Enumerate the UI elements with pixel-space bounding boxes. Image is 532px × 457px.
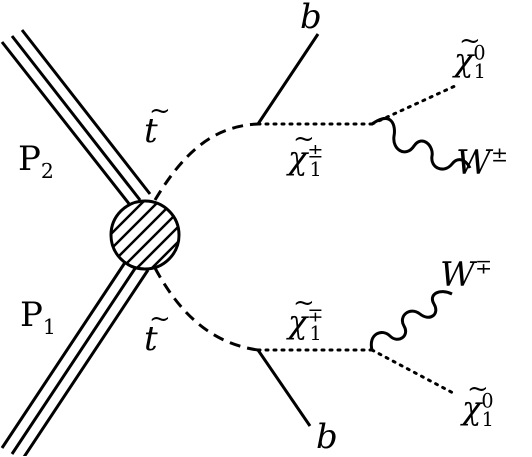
beam-p1-lines	[0, 257, 150, 456]
w-upper-sup: ±	[490, 142, 509, 167]
b-upper-symbol: b	[300, 0, 322, 37]
w-boson-lower	[369, 290, 453, 351]
label-p2-sub: 2	[40, 158, 54, 183]
label-stop-upper: t	[144, 98, 170, 148]
w-boson-upper	[371, 117, 472, 171]
label-chargino-lower: χ∓1	[288, 290, 323, 343]
label-neutralino-upper: χ01	[454, 28, 486, 81]
label-w-lower: W∓	[440, 254, 493, 295]
label-p2-base: P	[18, 139, 41, 179]
stop-propagator-upper	[153, 122, 259, 201]
neutralino-upper-symbol: χ	[454, 28, 481, 76]
label-w-upper: W±	[456, 142, 509, 183]
stop-propagator-lower	[153, 267, 259, 352]
label-p1: P1	[20, 295, 56, 337]
beam-p2-lines	[0, 29, 152, 206]
w-lower-symbol: W	[440, 255, 475, 295]
label-neutralino-lower: χ01	[462, 376, 494, 429]
w-lower-sup: ∓	[474, 254, 493, 279]
stop-lower-symbol: t	[144, 306, 170, 356]
chargino-upper-sub: 1	[309, 158, 322, 182]
b-lower-symbol: b	[316, 417, 338, 457]
production-vertex-outline	[109, 199, 181, 271]
w-upper-symbol: W	[456, 143, 491, 183]
chargino-lower-sub: 1	[309, 322, 322, 346]
label-b-lower: b	[316, 420, 338, 454]
neutralino-lower-line	[370, 348, 457, 396]
chargino-upper-symbol: χ	[288, 126, 315, 174]
label-b-upper: b	[300, 0, 322, 34]
label-p2: P2	[18, 139, 54, 181]
stop-upper-symbol: t	[144, 98, 170, 148]
neutralino-lower-symbol: χ	[462, 376, 489, 424]
label-stop-lower: t	[144, 306, 170, 356]
label-p1-sub: 1	[42, 314, 56, 339]
chargino-lower-symbol: χ	[288, 290, 315, 338]
b-quark-lower-line	[256, 349, 312, 427]
neutralino-lower-sub: 1	[481, 408, 494, 432]
b-quark-upper-line	[256, 33, 320, 125]
neutralino-upper-sub: 1	[473, 60, 486, 84]
label-p1-base: P	[20, 295, 43, 335]
label-chargino-upper: χ±1	[288, 126, 323, 179]
